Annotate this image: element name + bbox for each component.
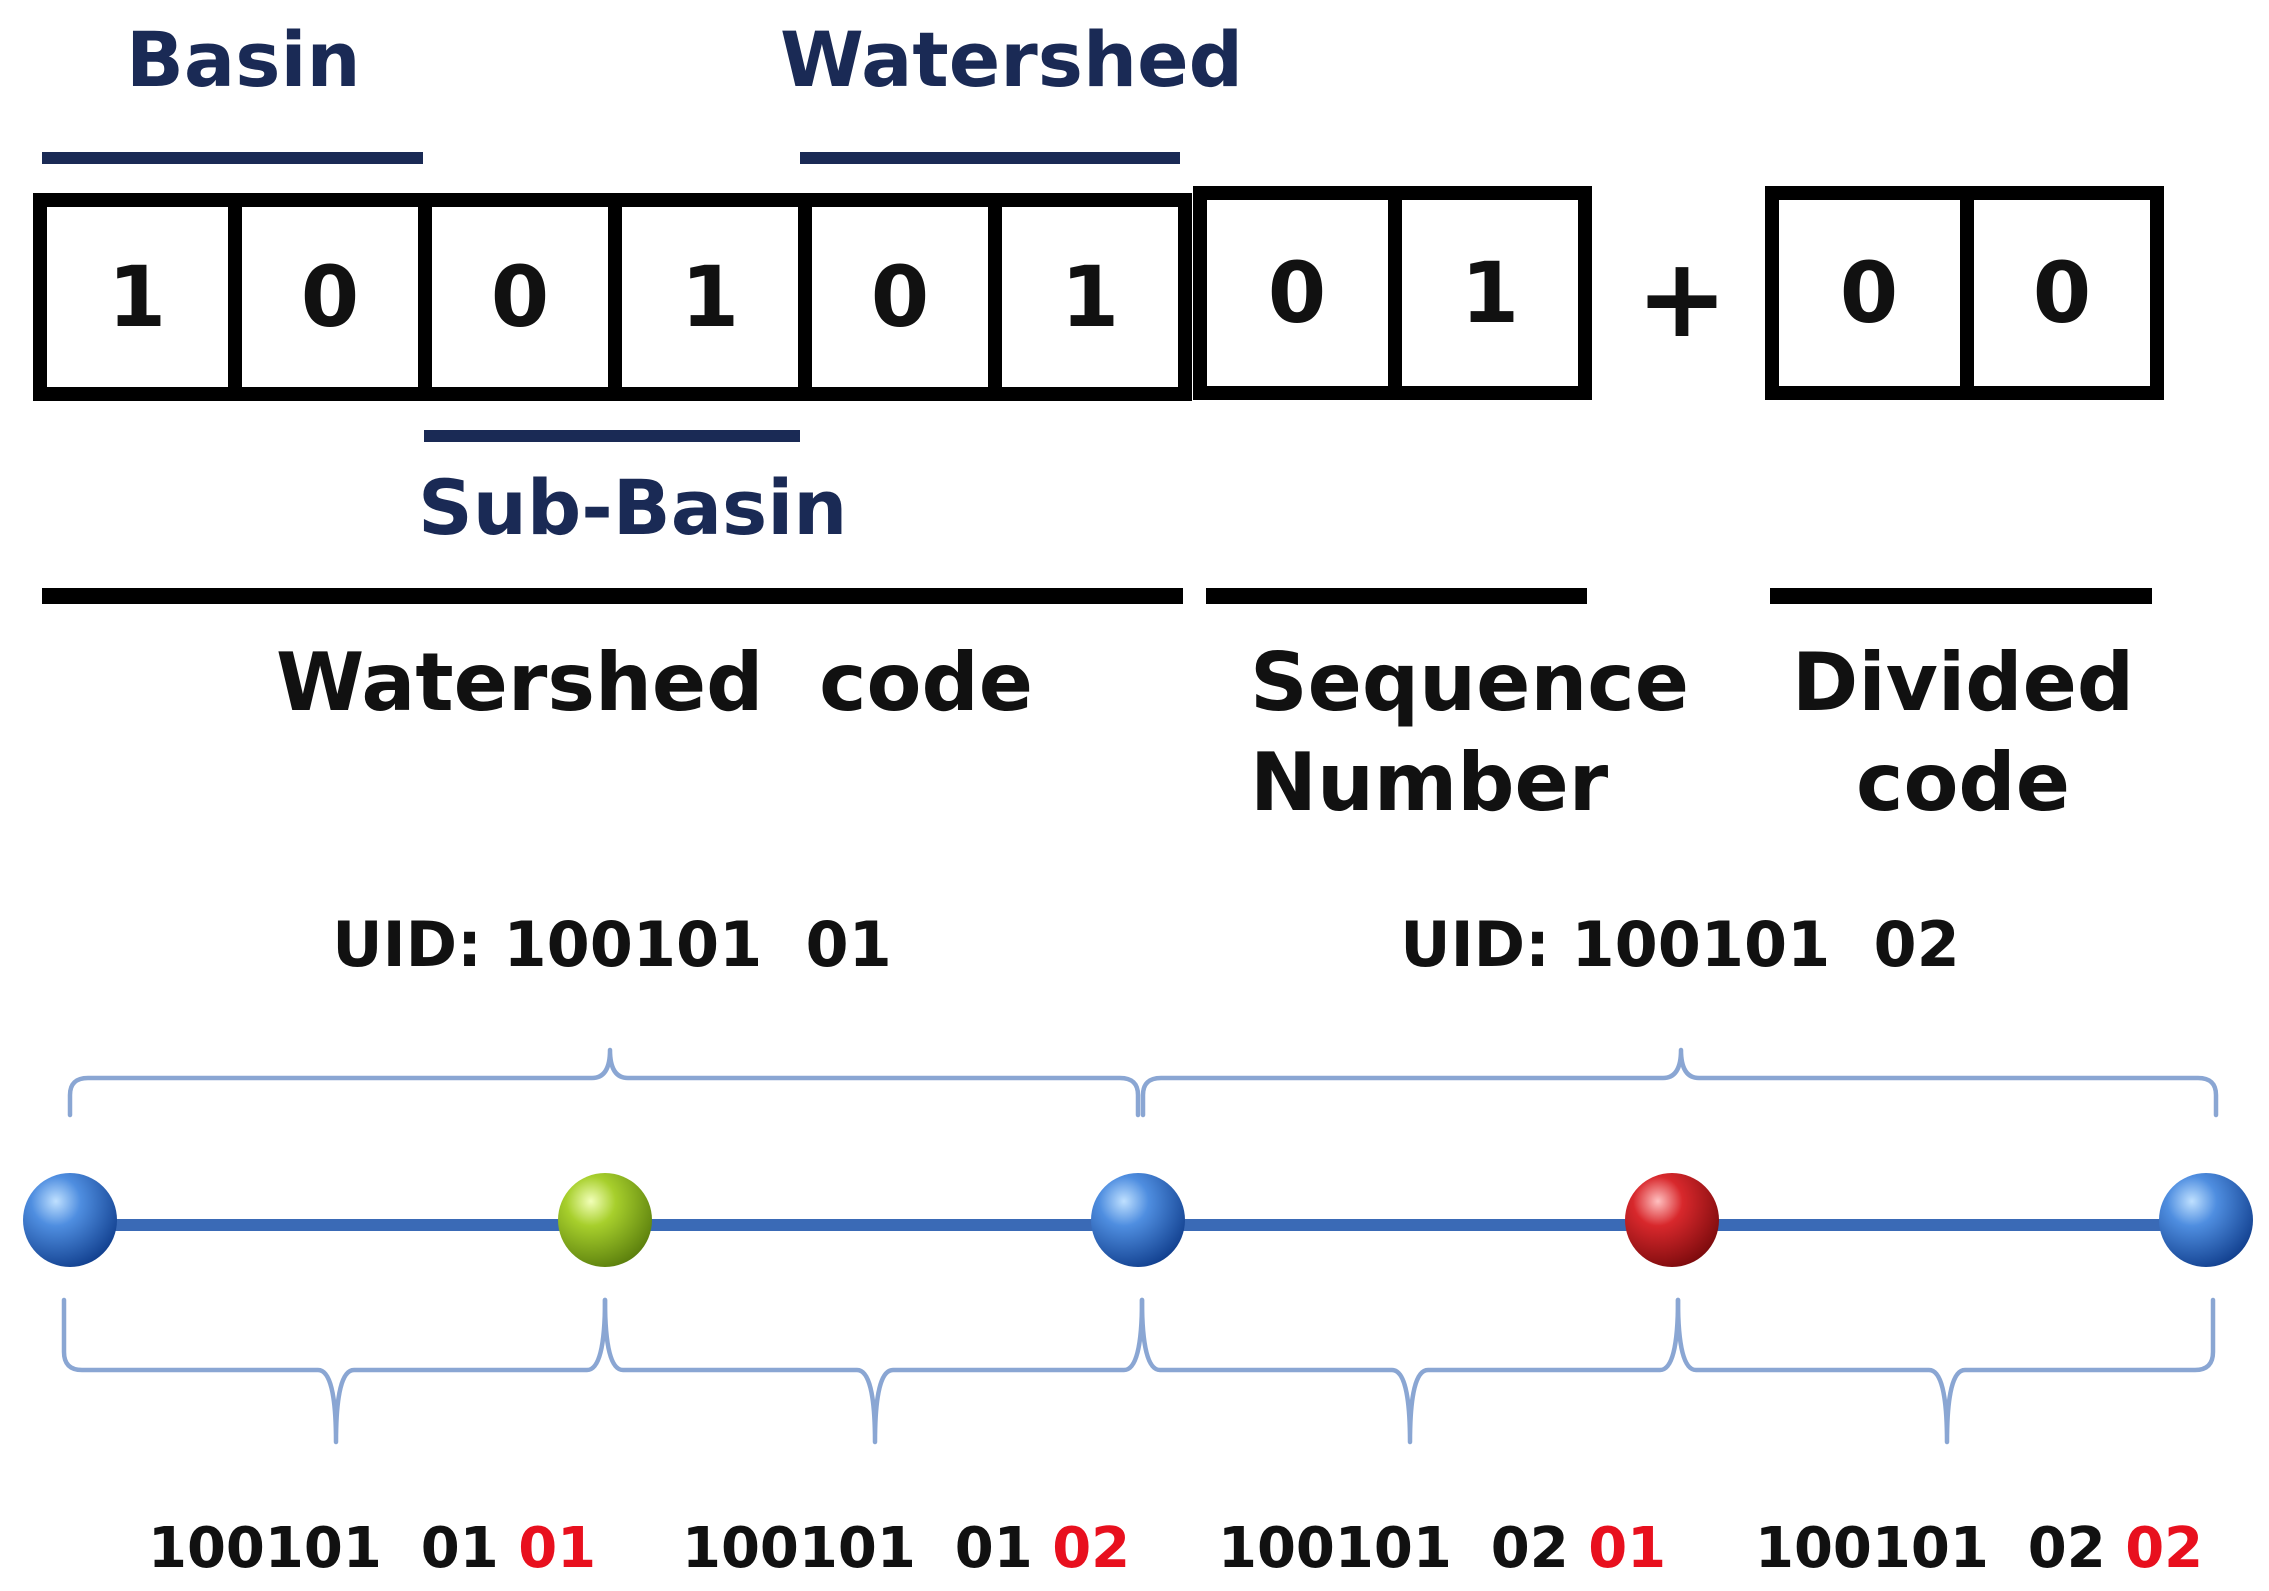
digit-cell: [1765, 186, 1974, 400]
node-end: [2159, 1173, 2253, 1267]
watershed-code-label: Watershed code: [276, 636, 1033, 729]
node-middle: [1091, 1173, 1185, 1267]
digit: 0: [491, 248, 549, 346]
digit-cell: [988, 193, 1192, 401]
segment-code-base: 100101 02: [1218, 1516, 1588, 1581]
segment-code-base: 100101 01: [682, 1516, 1052, 1581]
segment-code-suffix: 02: [1052, 1516, 1130, 1581]
digit: 1: [681, 248, 739, 346]
segment-code-2: 100101 01 02: [682, 1516, 1130, 1581]
digit: 0: [2033, 244, 2091, 342]
divided-code-label-line1: Divided: [1792, 636, 2134, 729]
digit: 1: [108, 248, 166, 346]
node-divide-1: [558, 1173, 652, 1267]
segment-code-suffix: 02: [2125, 1516, 2203, 1581]
segment-code-suffix: 01: [518, 1516, 596, 1581]
uid-label-1: UID: 100101 01: [332, 908, 892, 981]
sub-basin-label: Sub-Basin: [418, 463, 847, 552]
digit-cell: [608, 193, 812, 401]
watershed-label: Watershed: [780, 15, 1243, 104]
segment-code-suffix: 01: [1588, 1516, 1666, 1581]
watershed-code-boxes: 1 0 0 1 0 1: [33, 193, 1192, 401]
segment-code-3: 100101 02 01: [1218, 1516, 1666, 1581]
basin-label: Basin: [126, 15, 361, 104]
digit: 0: [1268, 244, 1326, 342]
segment-brace-3: [1139, 1297, 1681, 1445]
digit: 0: [1840, 244, 1898, 342]
segment-code-1: 100101 01 01: [148, 1516, 596, 1581]
node-divide-2: [1625, 1173, 1719, 1267]
divided-code-boxes: 0 0: [1765, 186, 2164, 400]
digit-cell: [1960, 186, 2164, 400]
digit: 1: [1461, 244, 1519, 342]
segment-code-base: 100101 02: [1755, 1516, 2125, 1581]
sequence-number-boxes: 0 1: [1193, 186, 1592, 400]
digit: 1: [1061, 248, 1119, 346]
segment-code-4: 100101 02 02: [1755, 1516, 2203, 1581]
uid-brace-2: [1140, 1047, 2219, 1118]
segment-code-base: 100101 01: [148, 1516, 518, 1581]
digit-cell: [1193, 186, 1402, 400]
digit-cell: [418, 193, 622, 401]
plus-sign: +: [1636, 234, 1728, 362]
uid-label-2: UID: 100101 02: [1400, 908, 1960, 981]
sequence-number-label-line2: Number: [1250, 736, 1609, 829]
segment-brace-4: [1675, 1297, 2216, 1445]
sequence-number-label-line1: Sequence: [1250, 636, 1689, 729]
digit: 0: [301, 248, 359, 346]
divided-code-label-line2: code: [1856, 736, 2070, 829]
segment-brace-1: [61, 1297, 608, 1445]
node-start: [23, 1173, 117, 1267]
digit-cell: [1388, 186, 1592, 400]
digit: 0: [871, 248, 929, 346]
segment-brace-2: [602, 1297, 1145, 1445]
uid-brace-1: [67, 1047, 1141, 1118]
